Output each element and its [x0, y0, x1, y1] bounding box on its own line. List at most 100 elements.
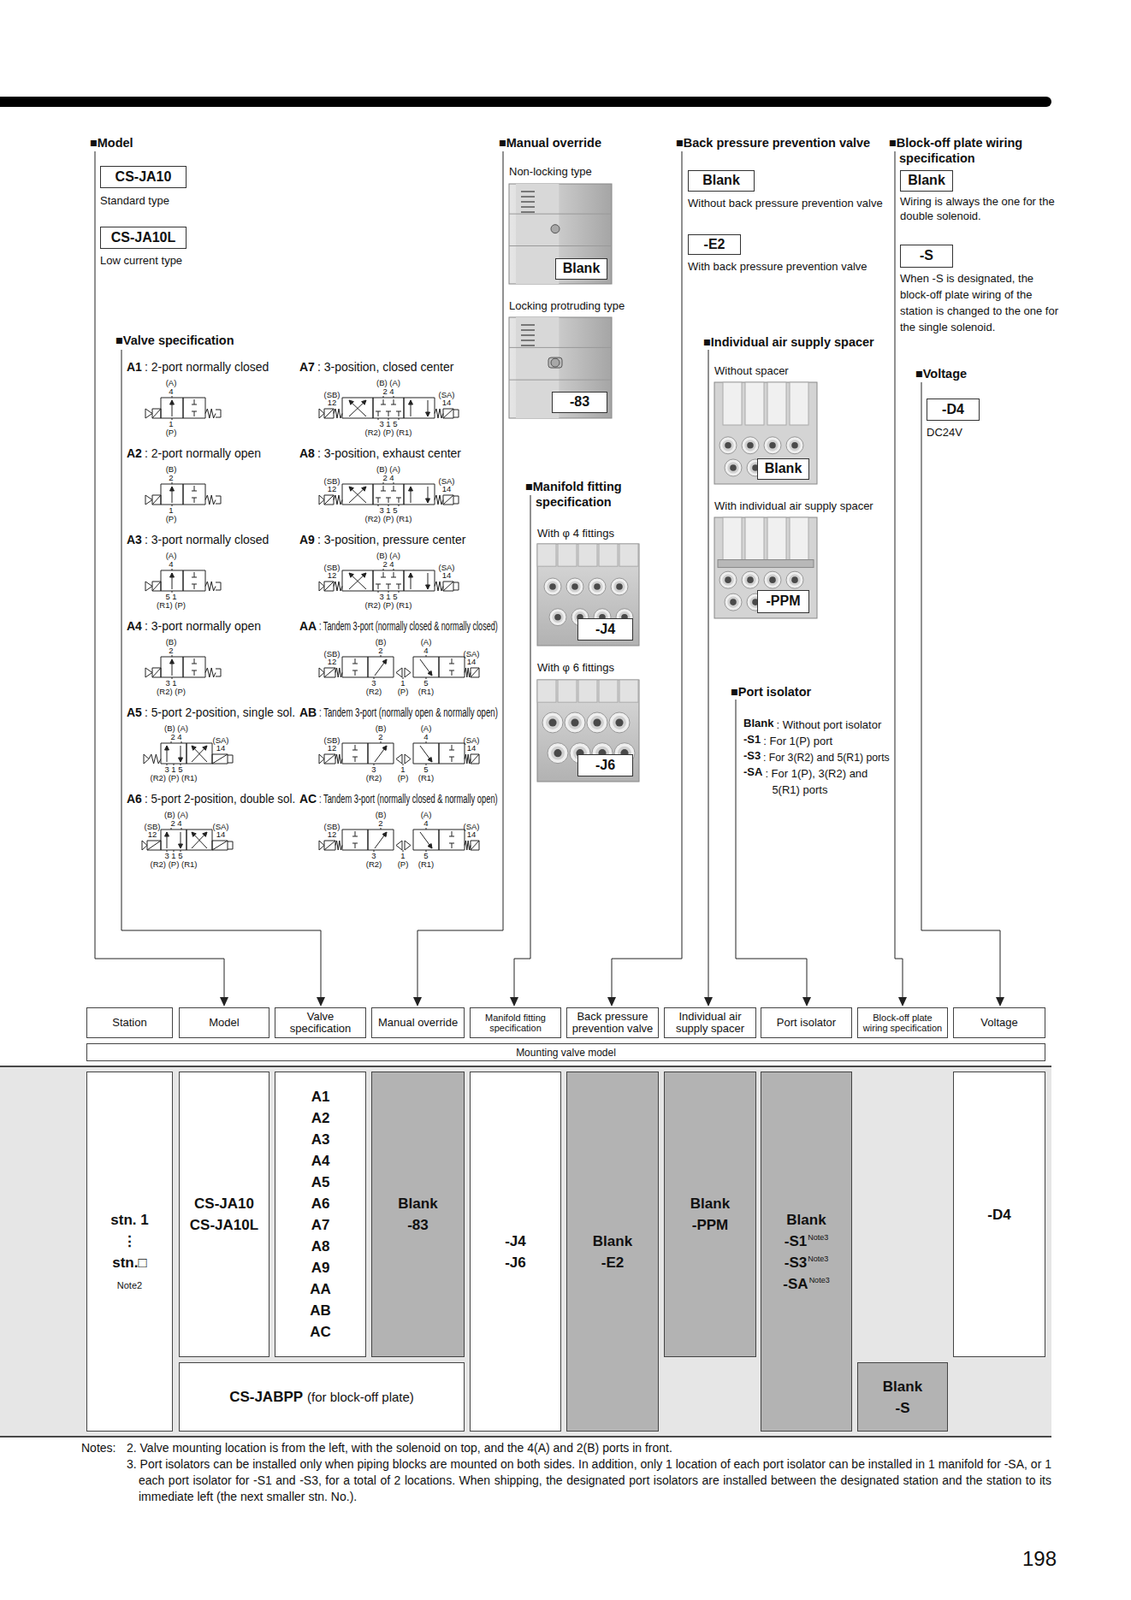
valve-symbol: [427, 843, 433, 849]
port-label: (R2) (P) (R1): [365, 428, 413, 438]
valve-photo: [521, 211, 535, 214]
text-line: A5: [311, 1172, 331, 1194]
node-text: A8: [311, 1238, 331, 1256]
text-line: Model: [208, 1017, 239, 1030]
valve-photo: [509, 213, 612, 215]
valve-symbol: [171, 482, 173, 485]
valve-symbol: [319, 581, 325, 592]
column-header: Back pressure prevention valve: [566, 1007, 659, 1039]
valve-symbol: [426, 655, 427, 658]
model-code-box: CS-JA10: [100, 165, 187, 189]
table-cell: Blank-83: [371, 1071, 465, 1358]
manifold-photo: [598, 680, 618, 703]
valve-symbol: [212, 840, 228, 851]
option-code-box: -PPM: [757, 590, 810, 614]
valve-symbol: [420, 832, 433, 849]
node-text: Block-off plate wiring specification: [863, 1012, 942, 1034]
port-label: 2 4: [382, 387, 394, 397]
valve-symbol: [170, 573, 175, 578]
node-text: -J4: [595, 621, 616, 637]
valve-code: A5: [126, 705, 143, 722]
valve-symbol: [205, 581, 216, 592]
port-label: (R2) (P) (R1): [365, 601, 413, 610]
valve-symbol: [319, 495, 325, 505]
manifold-photo: [609, 712, 630, 734]
node-text: Note2: [117, 1280, 143, 1291]
port-label: 2: [378, 646, 383, 656]
valve-symbol: [427, 757, 433, 763]
text-line: A9: [311, 1257, 331, 1280]
valve-symbol: [453, 582, 459, 591]
port-label: (B): [165, 638, 178, 647]
valve-symbol: [191, 832, 196, 837]
port-label: 12: [327, 571, 338, 581]
valve-symbol: [374, 659, 387, 676]
port-label: (R2): [366, 687, 382, 697]
valve-description: : 3-position, pressure center: [317, 532, 467, 549]
valve-description: : 5-port 2-position, single sol.: [144, 705, 296, 722]
text-line: A7: [311, 1214, 331, 1237]
port-label: (R1) (P): [156, 601, 186, 610]
option-description: Wiring is always the one for the double …: [900, 194, 1059, 224]
leader-line: [94, 151, 1005, 1007]
section-heading: ■Voltage: [915, 366, 967, 382]
manifold-photo: [564, 712, 586, 734]
valve-symbol: [215, 582, 221, 591]
valve-code: A3: [126, 532, 143, 549]
valve-symbol: [451, 757, 453, 763]
valve-symbol: [319, 754, 325, 764]
valve-code: A1: [126, 360, 143, 376]
valve-symbol: [408, 400, 414, 405]
valve-symbol: [205, 495, 216, 505]
valve-symbol: [398, 584, 400, 590]
valve-photo: [509, 183, 612, 285]
option-description: Without back pressure prevention valve: [687, 195, 887, 211]
valve-symbol: [390, 491, 397, 492]
section-heading: ■Back pressure prevention valve: [675, 135, 886, 151]
valve-symbol: [145, 482, 221, 507]
table-ground: [0, 1066, 1052, 1438]
node-text: A5: [311, 1174, 331, 1191]
valve-symbol: [191, 746, 196, 751]
option-code: -SA: [743, 765, 763, 780]
port-label: (R1): [418, 774, 434, 783]
port-label: 4: [168, 560, 173, 569]
valve-symbol: [324, 495, 334, 505]
valve-photo: [509, 347, 612, 349]
valve-symbol: [404, 754, 411, 764]
valve-symbol: [388, 411, 390, 417]
port-label: 1: [400, 765, 405, 775]
valve-symbol: [191, 663, 197, 665]
node-text: Blank: [764, 461, 803, 476]
valve-symbol: [152, 408, 161, 419]
valve-symbol: [396, 411, 402, 413]
port-label: 12: [327, 830, 338, 840]
valve-symbol: [143, 741, 233, 766]
manifold-photo: [592, 718, 601, 727]
valve-symbol: [194, 411, 196, 417]
valve-symbol: [342, 743, 368, 764]
node-text: A7: [311, 1217, 331, 1234]
valve-photo: [521, 344, 535, 347]
valve-photo: [550, 358, 560, 368]
valve-symbol: [382, 832, 387, 838]
spacer-photo: [769, 576, 776, 584]
option-description: Non-locking type: [509, 164, 593, 179]
option-description: DC24V: [926, 425, 963, 440]
valve-photo: [521, 201, 535, 203]
valve-symbol: [333, 581, 343, 592]
valve-symbol: [355, 757, 356, 763]
valve-symbol: [352, 757, 358, 758]
spacer-photo: [745, 382, 764, 426]
valve-description: : 3-position, exhaust center: [317, 446, 462, 462]
port-label: (P): [397, 774, 409, 783]
valve-symbol: [212, 754, 228, 764]
manifold-photo: [542, 712, 563, 734]
node-text: Blank: [882, 1379, 923, 1396]
manifold-photo: [578, 544, 598, 567]
valve-symbol: [194, 399, 196, 405]
model-code-box: CS-JA10L: [100, 226, 187, 249]
spacer-photo: [763, 437, 782, 455]
node-text: Station: [112, 1016, 147, 1030]
valve-symbol: [183, 570, 206, 592]
